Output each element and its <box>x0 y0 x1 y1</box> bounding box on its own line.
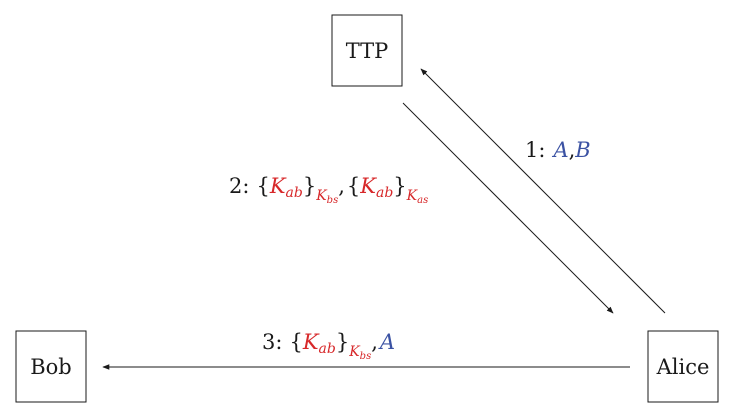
node-alice: Alice <box>647 330 719 403</box>
message-2-open-brace-1: { <box>256 174 269 198</box>
message-3-principal-a: A <box>378 330 395 354</box>
message-3-comma: , <box>371 330 378 354</box>
message-3-key: K <box>302 330 320 354</box>
bob-box <box>15 330 87 403</box>
message-2-key-2-subscript: ab <box>376 185 393 201</box>
message-1-label: 1:A,B <box>525 138 591 162</box>
message-2-open-brace-2: { <box>347 174 360 198</box>
alice-label: Alice <box>656 355 710 379</box>
message-3-open-brace: { <box>289 330 302 354</box>
node-bob: Bob <box>15 330 87 403</box>
message-2-key-1: K <box>269 174 287 198</box>
message-3-label: 3:{Kab}Kbs,A <box>262 330 395 362</box>
message-2-key-1-subscript: ab <box>286 185 303 201</box>
node-ttp: TTP <box>331 14 403 87</box>
message-3-key-subscript: ab <box>319 341 336 357</box>
message-2-encrypt-key-1: K <box>315 188 328 204</box>
message-2-comma: , <box>338 174 345 198</box>
alice-box <box>647 330 719 403</box>
message-1-principal-b: B <box>574 138 590 162</box>
message-1-comma: , <box>569 138 576 162</box>
message-3-step: 3: <box>262 330 282 354</box>
message-2-key-2: K <box>359 174 377 198</box>
arrow-ttp-to-alice <box>402 102 614 314</box>
message-2-encrypt-key-2-subscript: as <box>417 195 428 206</box>
message-2-close-brace-1: } <box>303 174 316 198</box>
arrow-alice-to-ttp <box>420 68 666 314</box>
message-2-step: 2: <box>229 174 249 198</box>
message-1-step: 1: <box>525 138 545 162</box>
message-2-encrypt-key-1-subscript: bs <box>327 195 339 206</box>
message-3-close-brace: } <box>336 330 349 354</box>
message-2-label: 2:{Kab}Kbs,{Kab}Kas <box>229 174 428 206</box>
message-3-encrypt-key-subscript: bs <box>360 351 372 362</box>
ttp-box <box>331 14 403 87</box>
bob-label: Bob <box>30 355 72 379</box>
message-2-close-brace-2: } <box>393 174 406 198</box>
message-1-principal-a: A <box>551 138 568 162</box>
ttp-label: TTP <box>346 39 389 63</box>
message-2-encrypt-key-2: K <box>406 188 419 204</box>
message-3-encrypt-key: K <box>348 344 361 360</box>
